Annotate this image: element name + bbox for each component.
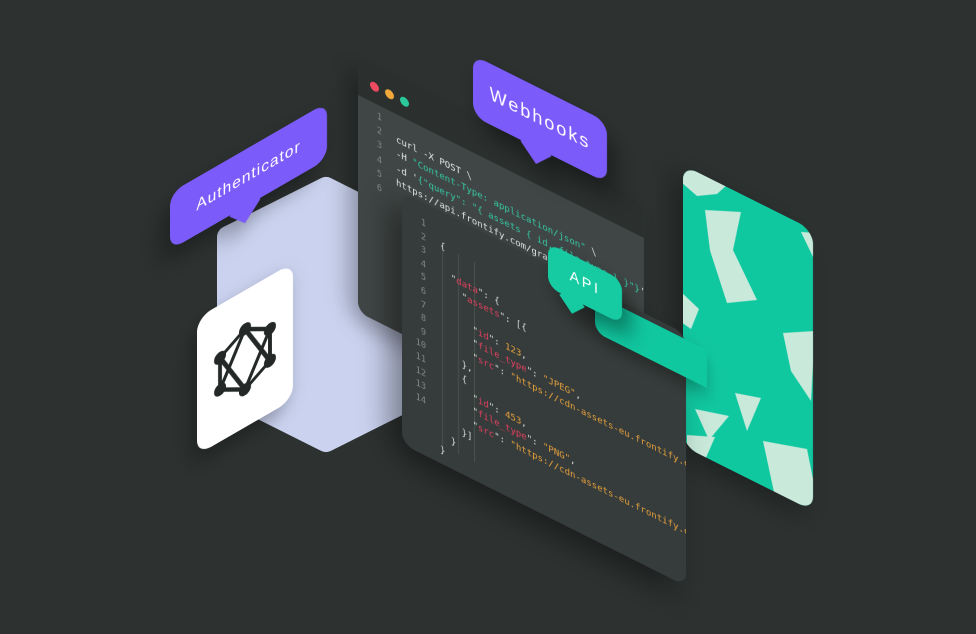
bubble-tail [229,192,261,224]
abstract-shape [683,292,699,329]
abstract-shape [705,209,757,303]
pattern-card [683,165,813,511]
traffic-lights [370,79,409,109]
minimize-button-icon[interactable] [385,87,394,101]
zoom-button-icon[interactable] [400,94,409,109]
abstract-shape [763,440,813,511]
abstract-shape [735,392,761,431]
authenticator-bubble: Authenticator [170,102,327,250]
abstract-shape [683,165,727,196]
abstract-shape [783,330,813,401]
graphql-card [197,262,293,455]
graphql-logo-icon [214,321,276,397]
abstract-pattern [683,165,813,511]
close-button-icon[interactable] [370,79,379,94]
abstract-shape [695,408,729,440]
abstract-shape [801,231,813,261]
